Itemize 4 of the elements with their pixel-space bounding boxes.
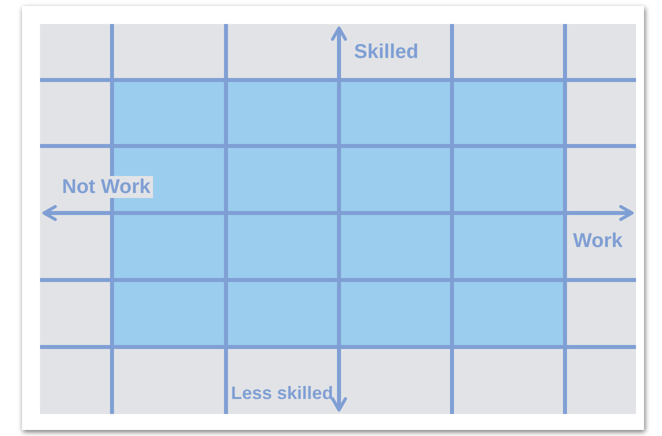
axis-label: Skilled — [353, 41, 420, 63]
axis-label: Work — [572, 230, 624, 252]
axis-label: Not Work — [60, 176, 153, 198]
axis-label: Less skilled — [230, 382, 334, 404]
